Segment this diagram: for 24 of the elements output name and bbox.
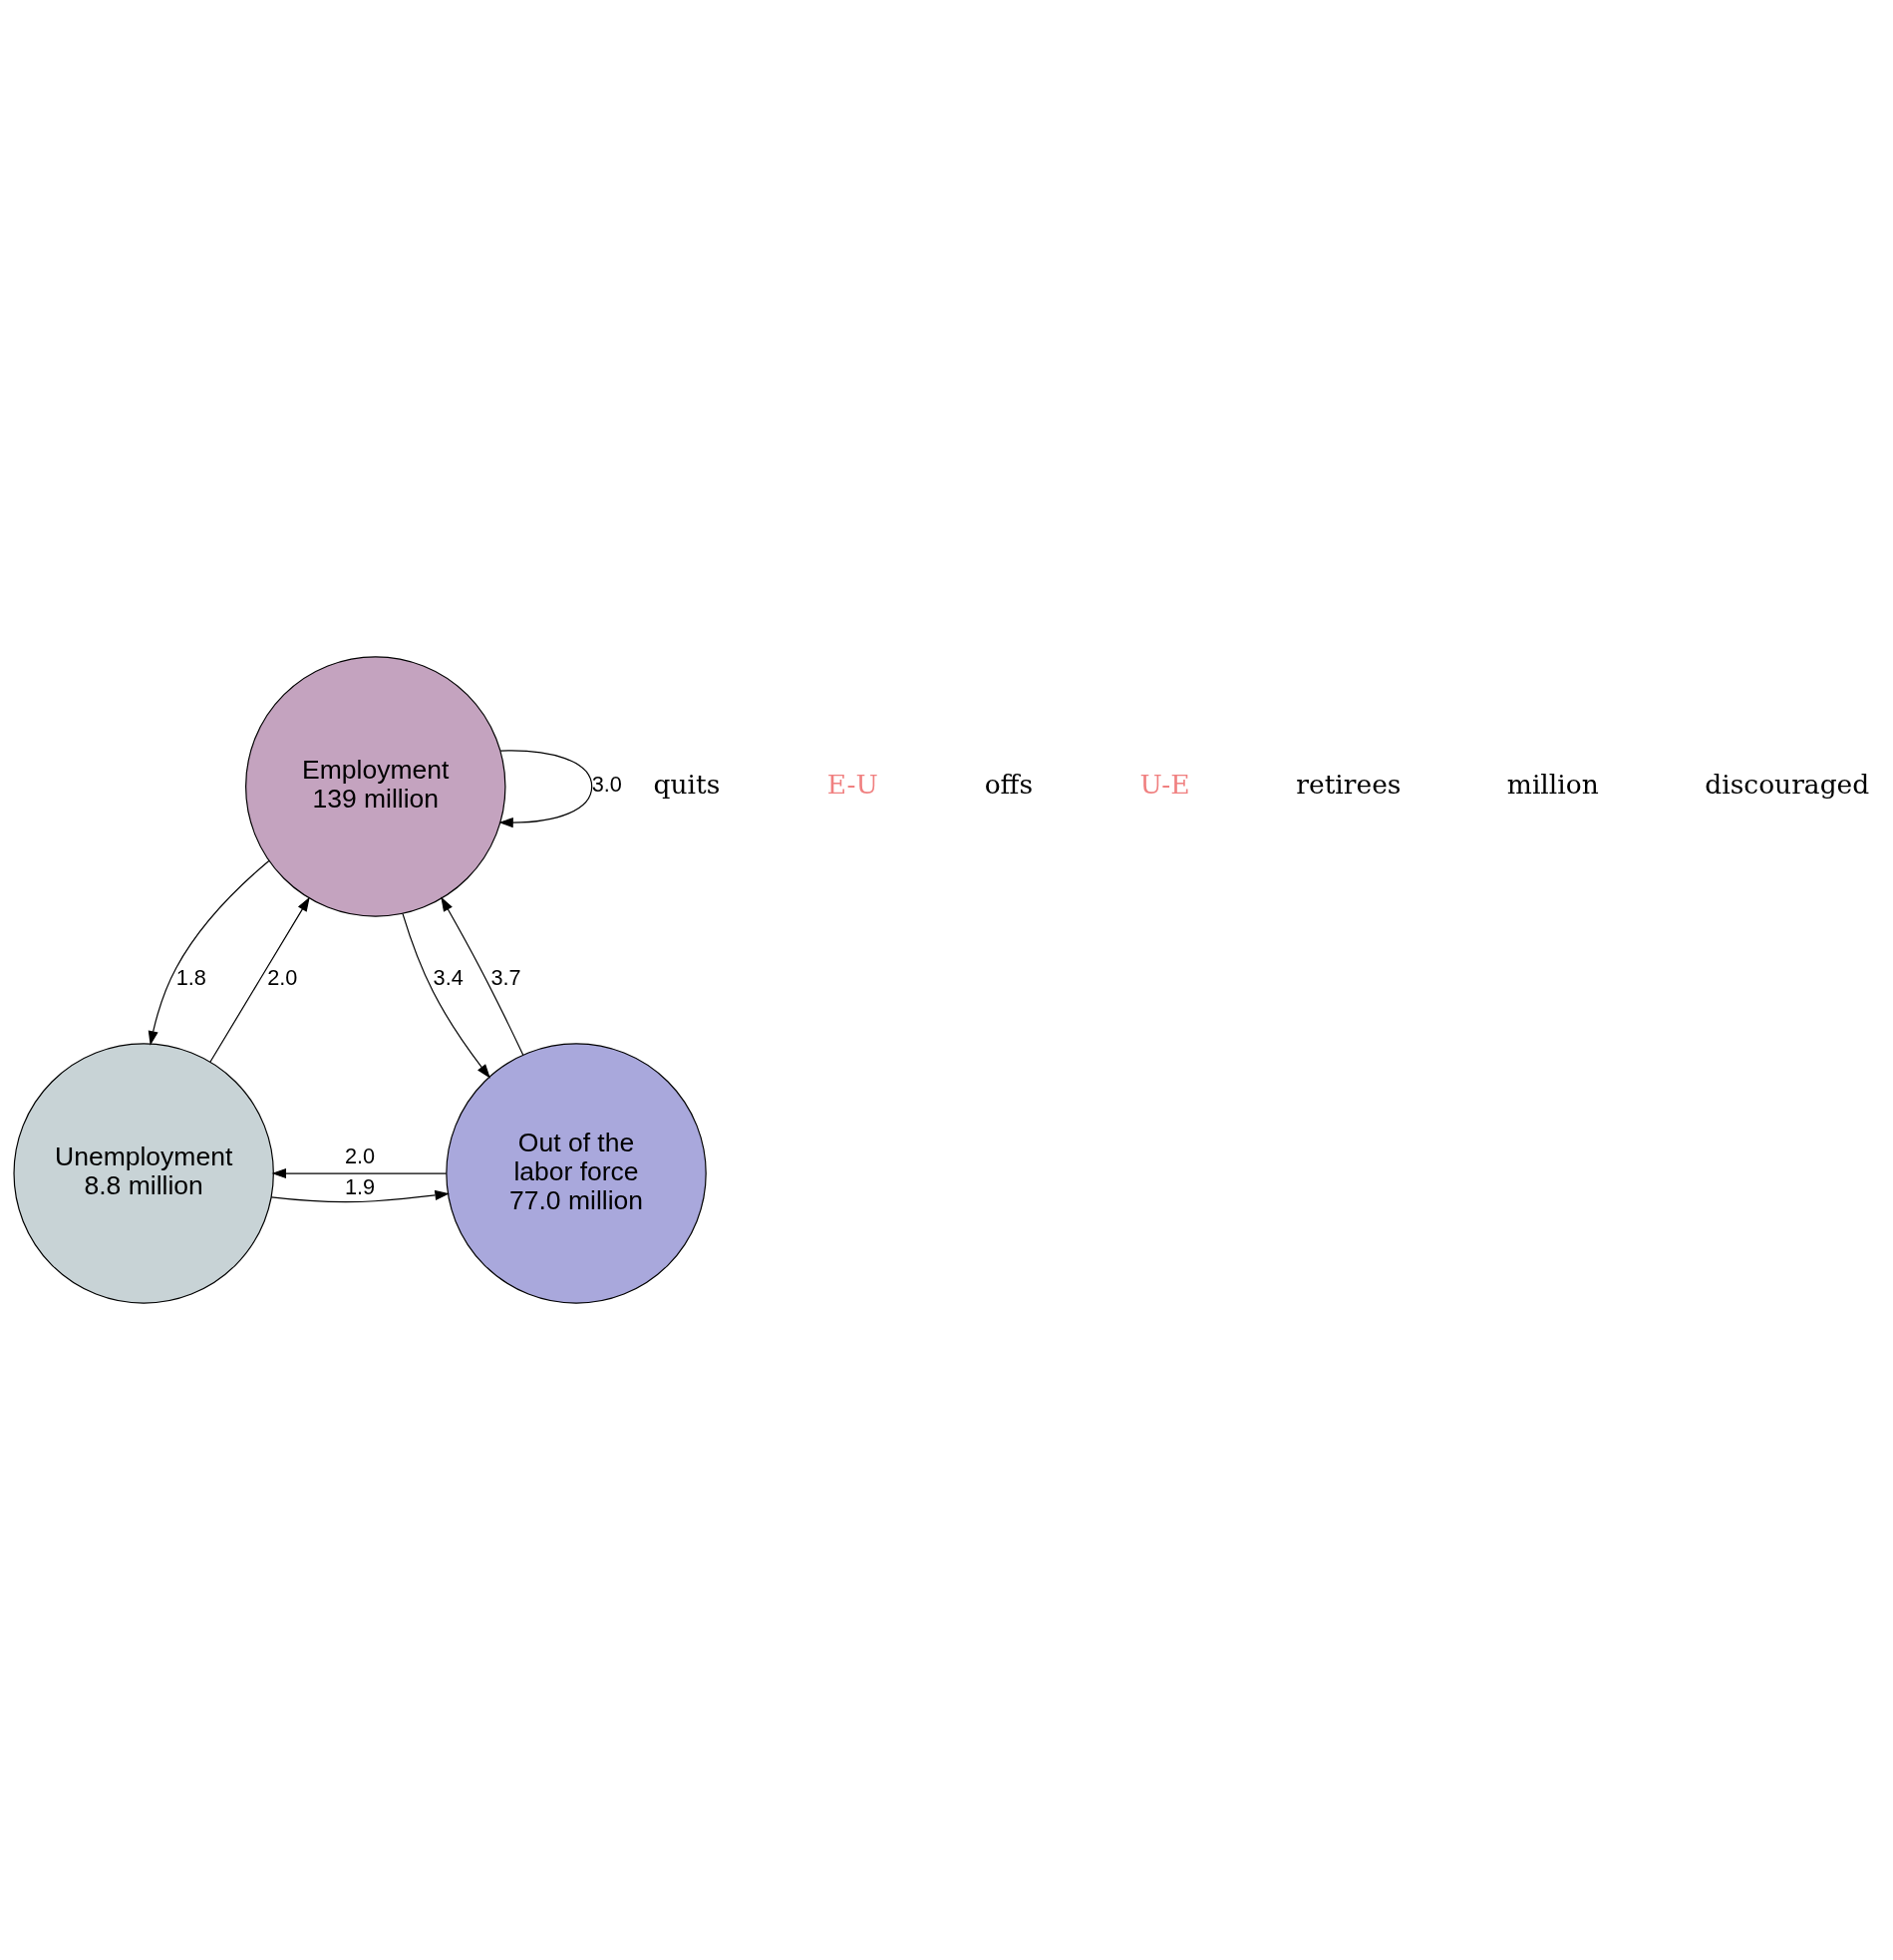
arrow — [148, 859, 270, 1046]
arrow — [498, 750, 593, 828]
arrow — [271, 1167, 448, 1179]
node-circle: Unemployment 8.8 million — [13, 1043, 274, 1304]
label: E-U — [826, 768, 878, 800]
edge-label: 1.8 — [175, 965, 206, 991]
label: retirees — [1296, 768, 1402, 800]
arrow — [270, 1189, 450, 1203]
edge-label: 2.0 — [267, 965, 298, 991]
arrow — [402, 913, 490, 1079]
edge-label: 3.4 — [433, 965, 464, 991]
edge-label: 3.7 — [490, 965, 521, 991]
node-circle: Employment 139 million — [245, 656, 506, 917]
edge-label: 2.0 — [345, 1143, 376, 1168]
label: million — [1506, 768, 1599, 800]
arrow — [209, 896, 310, 1063]
edge-label: 1.9 — [345, 1173, 376, 1199]
label: U-E — [1139, 768, 1190, 800]
label: discouraged — [1705, 768, 1870, 800]
node-circle: Out of the labor force 77.0 million — [446, 1043, 707, 1304]
label: offs — [984, 768, 1034, 800]
arrow — [441, 896, 524, 1056]
edge-label: 3.0 — [591, 772, 622, 798]
label: quits — [653, 768, 721, 800]
